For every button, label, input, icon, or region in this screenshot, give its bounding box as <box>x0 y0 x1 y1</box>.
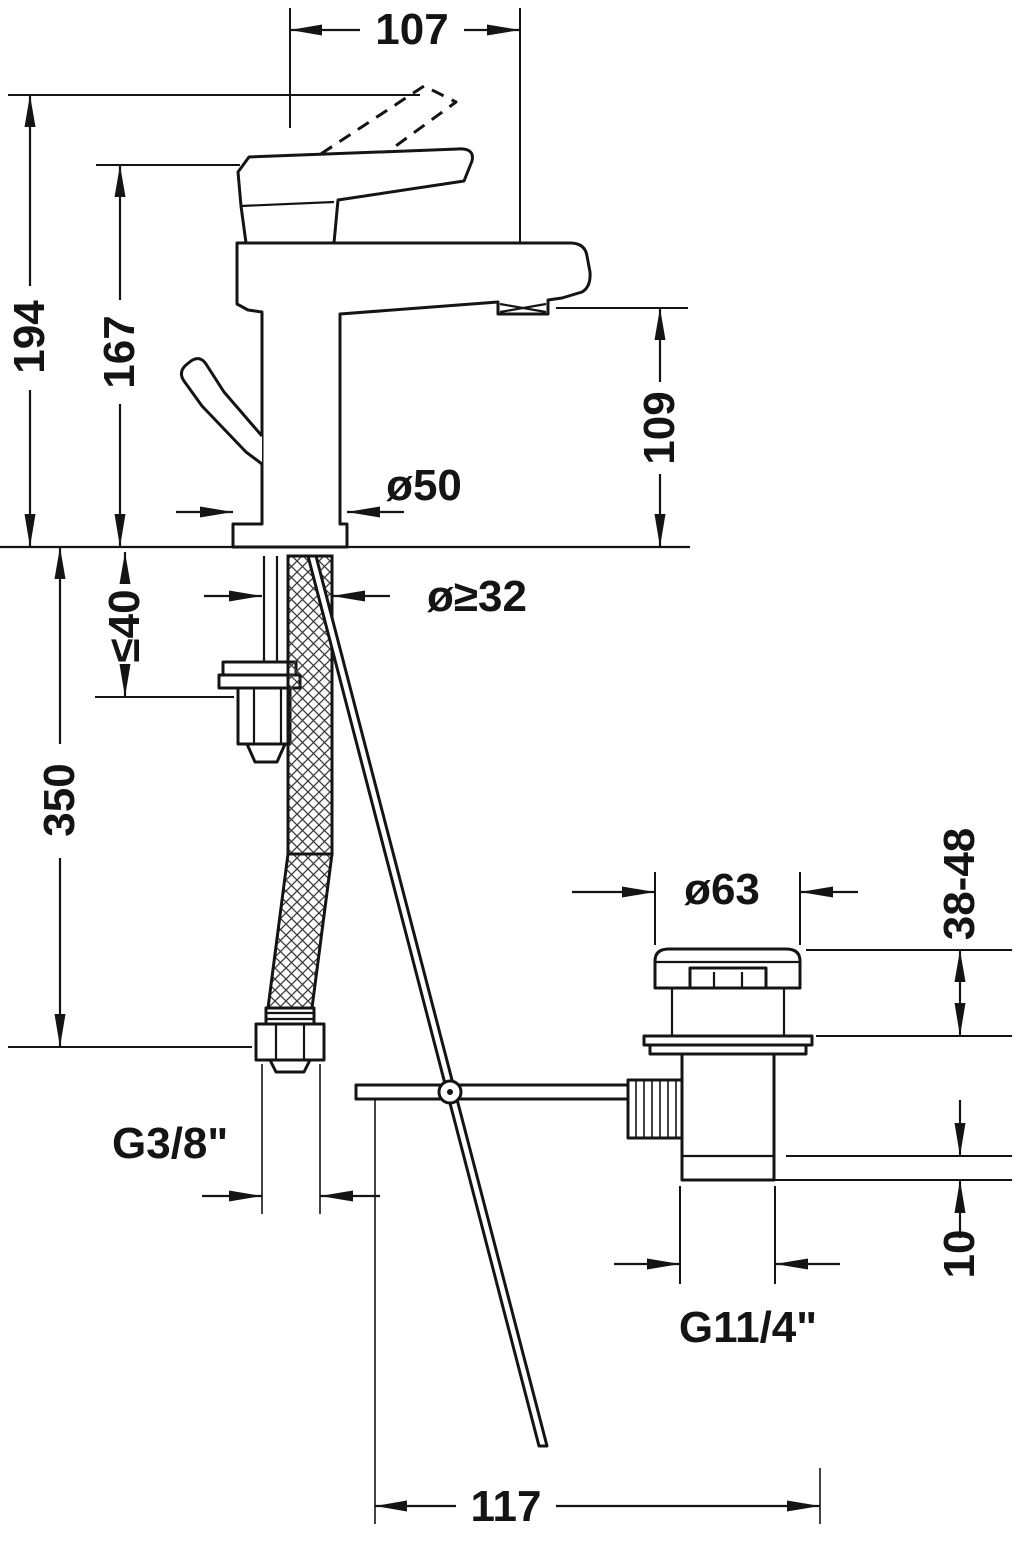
dim-label-le40: ≤40 <box>100 589 149 662</box>
dim-label-o50: ø50 <box>386 461 462 510</box>
thread-label-g38: G3/8" <box>112 1119 228 1168</box>
below-deck-hardware <box>217 554 334 1074</box>
dim-label-350: 350 <box>35 763 84 836</box>
dim-label-10: 10 <box>935 1230 984 1279</box>
faucet-body-outline <box>231 241 592 549</box>
pull-rod <box>306 554 549 1448</box>
pop-up-drain <box>642 947 814 1182</box>
dim-label-194: 194 <box>5 300 54 374</box>
dim-label-167: 167 <box>95 315 144 388</box>
mounting-washer-top <box>221 660 298 677</box>
dim-label-107: 107 <box>375 5 448 54</box>
cartridge-joint-line <box>240 200 335 208</box>
pull-rod-assembly <box>306 554 686 1448</box>
knurled-coupling <box>626 1078 686 1140</box>
dim-label-117: 117 <box>471 1482 542 1531</box>
mounting-nut <box>236 686 292 764</box>
dim-label-o63: ø63 <box>684 865 760 914</box>
dim-label-109: 109 <box>635 391 684 464</box>
thread-label-g114: G11/4" <box>679 1303 817 1352</box>
supply-hose <box>266 554 334 1010</box>
rod-joint-pin <box>447 1089 453 1095</box>
aerator-outlet <box>499 302 547 314</box>
faucet <box>179 84 592 549</box>
lever-handle <box>236 147 474 245</box>
dim-label-3848: 38-48 <box>935 828 984 941</box>
horizontal-linkage-rod <box>354 1083 650 1101</box>
side-pull-knob <box>179 357 264 466</box>
drain-body <box>680 1052 776 1182</box>
dim-label-o32: ø≥32 <box>427 572 527 621</box>
hose-end-fitting-g38 <box>254 1006 326 1074</box>
dimension-layer: 107 194 167 109 ø50 ø≥32 ≤40 350 ø63 38-… <box>0 5 1012 1531</box>
drain-plug <box>688 966 768 990</box>
